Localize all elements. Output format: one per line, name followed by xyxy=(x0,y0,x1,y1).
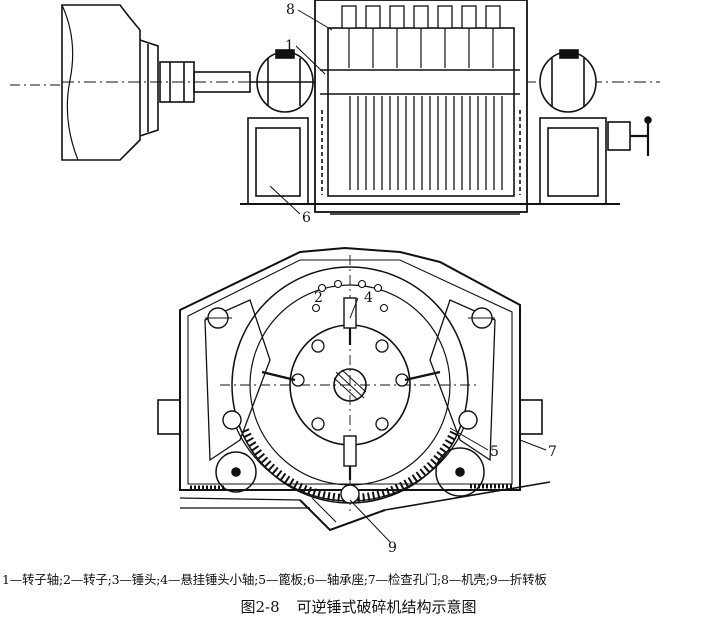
callout-9: 9 xyxy=(388,540,397,556)
parts-legend: 1—转子轴;2—转子;3—锤头;4—悬挂锤头小轴;5—篦板;6—轴承座;7—检查… xyxy=(2,572,547,587)
callout-8: 8 xyxy=(286,2,295,18)
adjust-wheel-left xyxy=(215,451,257,493)
coupling-shaft xyxy=(62,61,660,103)
callout-4: 4 xyxy=(364,290,373,306)
cross-section-view xyxy=(157,246,551,532)
callout-6: 6 xyxy=(302,210,311,226)
bearing-left xyxy=(250,49,320,113)
deflector-plate xyxy=(299,499,386,532)
grate-arc xyxy=(241,428,459,503)
outer-casing xyxy=(179,246,521,491)
callout-2: 2 xyxy=(314,290,323,306)
bearing-right xyxy=(539,49,597,113)
figure-caption: 图2-8 可逆锤式破碎机结构示意图 xyxy=(0,596,717,617)
motor xyxy=(10,4,159,161)
callout-7: 7 xyxy=(548,444,557,460)
adjust-wheel-right xyxy=(435,447,485,497)
figure-number: 图2-8 xyxy=(240,598,280,616)
figure-title: 可逆锤式破碎机结构示意图 xyxy=(296,598,477,616)
housing-top xyxy=(314,0,528,213)
bottom-callouts: 2 4 5 7 9 xyxy=(314,290,557,556)
base-frame xyxy=(240,116,652,215)
callout-5: 5 xyxy=(490,444,499,460)
top-callouts: 8 1 6 xyxy=(269,2,333,226)
callout-1: 1 xyxy=(285,38,294,54)
side-elevation-view xyxy=(10,0,660,215)
